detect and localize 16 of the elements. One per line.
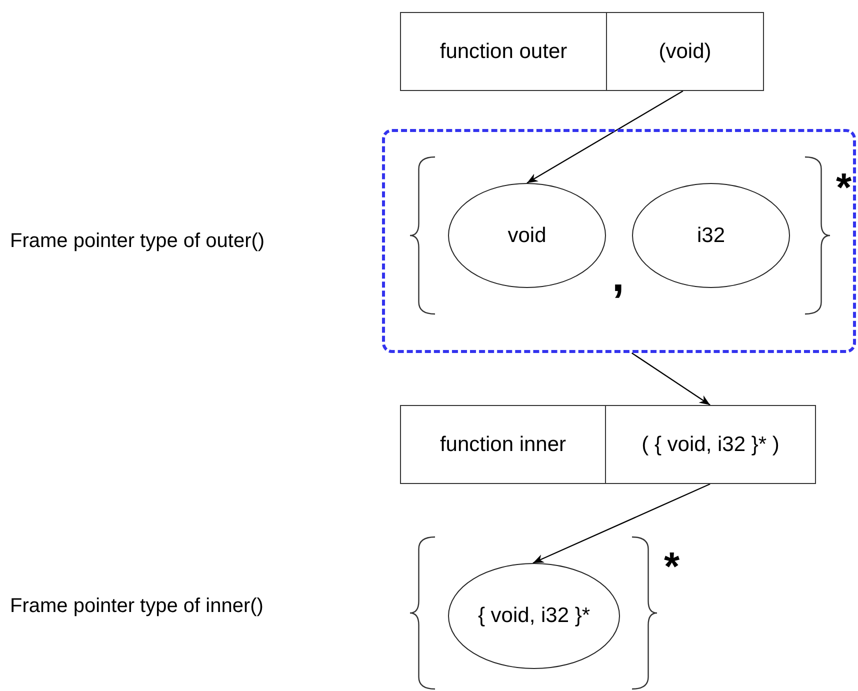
table-cell: ( { void, i32 }* ): [605, 405, 816, 484]
comma: ,: [612, 252, 624, 302]
asterisk: *: [836, 166, 852, 211]
arrow: [532, 483, 710, 564]
table-cell: function inner: [400, 405, 606, 484]
row-label: Frame pointer type of outer(): [10, 230, 265, 253]
row-label: Frame pointer type of inner(): [10, 595, 264, 618]
dashed-group-box: [382, 129, 856, 353]
type-ellipse: i32: [632, 183, 790, 288]
type-ellipse: { void, i32 }*: [448, 563, 620, 669]
type-ellipse: void: [448, 183, 606, 288]
table-cell: function outer: [400, 12, 607, 91]
arrow: [631, 352, 710, 406]
table-cell: (void): [606, 12, 764, 91]
arrow: [526, 90, 684, 184]
asterisk: *: [664, 545, 680, 590]
